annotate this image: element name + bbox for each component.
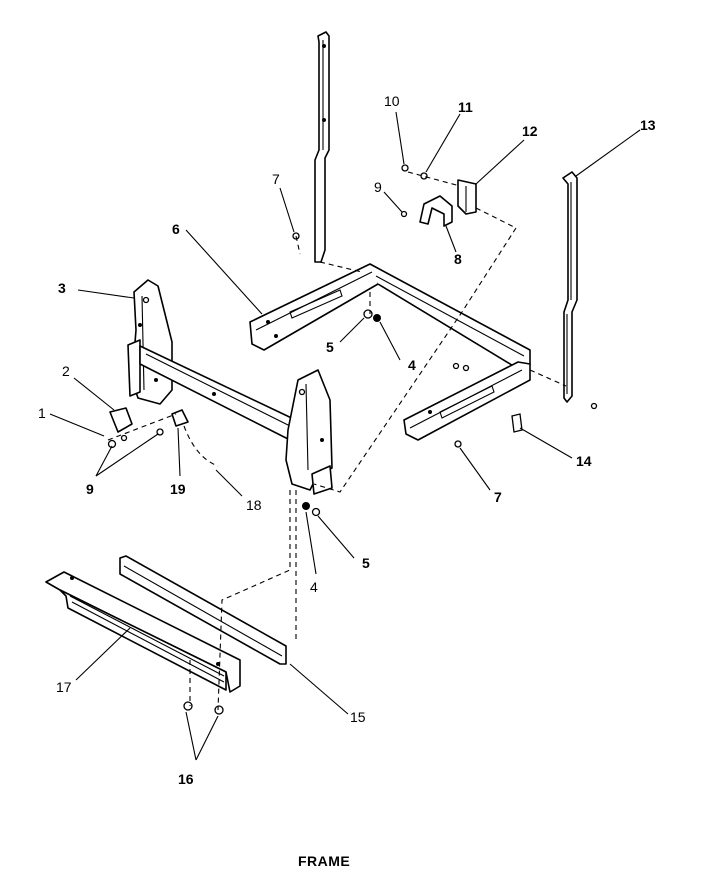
callout-17: 17 [56, 679, 72, 695]
callout-7-lower: 7 [494, 489, 502, 505]
callout-15: 15 [350, 709, 366, 725]
callout-8: 8 [454, 251, 462, 267]
callout-12: 12 [522, 123, 538, 139]
callout-3: 3 [58, 280, 66, 296]
top-frame [249, 263, 531, 441]
spring-clip [171, 409, 189, 427]
callout-19: 19 [170, 481, 186, 497]
assembly-lines [107, 171, 567, 711]
callout-11: 11 [458, 99, 473, 115]
toe-kick-rail [119, 555, 287, 665]
leader-lines [49, 111, 641, 761]
callout-13: 13 [640, 117, 656, 133]
callout-16: 16 [178, 771, 194, 787]
callout-10: 10 [384, 93, 400, 109]
callout-2: 2 [62, 363, 70, 379]
callout-4-upper: 4 [408, 357, 416, 373]
callouts: 1 2 3 4 4 5 5 6 7 7 8 9 9 10 11 12 13 14… [38, 93, 656, 787]
callout-9-left: 9 [86, 481, 94, 497]
diagram-caption: FRAME [298, 853, 350, 869]
callout-18: 18 [246, 497, 262, 513]
callout-5-upper: 5 [326, 339, 334, 355]
rear-post-left [314, 31, 330, 263]
fasteners [107, 164, 598, 715]
front-base-rail [45, 571, 241, 693]
small-bracket [109, 407, 133, 433]
rear-post-right [562, 171, 578, 403]
side-bracket-right [285, 369, 333, 495]
callout-1: 1 [38, 405, 46, 421]
mounting-clip [419, 195, 453, 227]
side-bracket-left [127, 279, 173, 405]
callout-14: 14 [576, 453, 592, 469]
callout-4-lower: 4 [310, 579, 318, 595]
callout-6: 6 [172, 221, 180, 237]
callout-9-top: 9 [374, 179, 382, 195]
callout-5-lower: 5 [362, 555, 370, 571]
angle-bracket [457, 179, 477, 215]
callout-7-upper: 7 [272, 171, 280, 187]
